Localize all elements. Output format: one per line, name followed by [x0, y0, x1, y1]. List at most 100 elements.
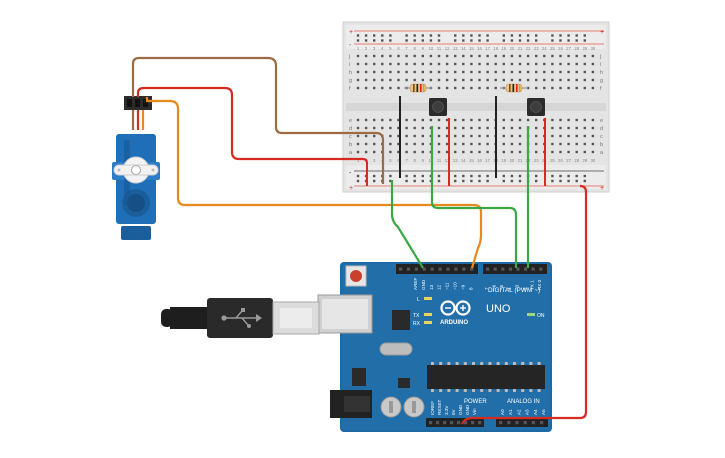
breadboard-hole	[567, 70, 570, 74]
column-number: 21	[518, 46, 523, 51]
wire-brown-servo-gnd[interactable]	[131, 56, 385, 184]
rail-hole	[381, 34, 384, 37]
header-pin[interactable]	[493, 267, 497, 271]
breadboard-hole	[405, 62, 408, 66]
header-pin[interactable]	[524, 267, 528, 271]
column-number: 16	[477, 158, 482, 163]
breadboard-hole	[413, 142, 416, 146]
rail-hole	[535, 174, 538, 178]
breadboard-hole	[502, 54, 505, 58]
header-pin[interactable]	[501, 267, 505, 271]
breadboard-hole	[551, 62, 554, 66]
header-pin[interactable]	[399, 267, 403, 271]
rail-hole	[518, 174, 522, 178]
servo-horn[interactable]	[113, 156, 159, 184]
header-pin[interactable]	[523, 421, 527, 425]
breadboard-hole	[486, 118, 489, 122]
usb-cable	[161, 298, 320, 338]
breadboard-hole	[421, 118, 424, 122]
rail-hole	[575, 34, 578, 37]
digital-pin-label: ~3	[514, 284, 519, 290]
breadboard-hole	[397, 86, 400, 90]
breadboard-hole	[373, 134, 376, 138]
header-pin[interactable]	[499, 421, 503, 425]
breadboard-hole	[397, 70, 400, 74]
breadboard-hole	[356, 150, 360, 154]
chip-pin	[463, 389, 467, 392]
header-pin[interactable]	[457, 421, 461, 425]
digital-pin-label: GND	[421, 279, 426, 290]
column-number: 24	[542, 46, 547, 51]
header-pin[interactable]	[454, 267, 458, 271]
header-pin[interactable]	[471, 421, 475, 425]
led-l	[424, 297, 432, 300]
header-pin[interactable]	[486, 267, 490, 271]
column-number: 7	[405, 158, 408, 163]
arduino-logo-icon	[440, 300, 471, 316]
breadboard-hole	[364, 134, 368, 138]
breadboard-hole	[445, 54, 449, 58]
digital-pin-label: TX 1	[530, 280, 535, 290]
header-pin[interactable]	[464, 421, 468, 425]
resistor-1	[404, 83, 432, 93]
header-pin[interactable]	[438, 267, 442, 271]
rail-hole	[413, 179, 416, 183]
header-pin[interactable]	[450, 421, 454, 425]
breadboard-hole	[429, 62, 433, 66]
header-pin[interactable]	[430, 267, 434, 271]
wire-green-1[interactable]	[390, 180, 424, 269]
breadboard-hole	[405, 78, 408, 82]
pushbutton-1[interactable]	[429, 98, 447, 116]
header-pin[interactable]	[470, 267, 474, 271]
digital-pin-label: ~9	[460, 284, 465, 290]
breadboard-hole	[518, 150, 522, 154]
breadboard-hole	[373, 78, 376, 82]
breadboard-hole	[437, 150, 441, 154]
header-pin[interactable]	[478, 421, 482, 425]
breadboard-hole	[381, 126, 384, 130]
header-pin[interactable]	[540, 421, 544, 425]
header-digital-left	[396, 264, 478, 274]
header-pin[interactable]	[462, 267, 466, 271]
header-pin[interactable]	[443, 421, 447, 425]
rail-hole	[413, 39, 416, 42]
resistor-2	[500, 83, 528, 93]
header-pin[interactable]	[429, 421, 433, 425]
header-pin[interactable]	[516, 267, 520, 271]
header-pin[interactable]	[422, 267, 426, 271]
column-number: 3	[373, 158, 376, 163]
header-pin[interactable]	[446, 267, 450, 271]
header-pin[interactable]	[507, 421, 511, 425]
breadboard-hole	[389, 142, 392, 146]
rail-hole	[478, 34, 481, 37]
rail-hole	[518, 39, 522, 42]
header-pin[interactable]	[414, 267, 418, 271]
header-pin[interactable]	[539, 267, 543, 271]
header-pin[interactable]	[436, 421, 440, 425]
breadboard-hole	[486, 54, 489, 58]
header-pin[interactable]	[508, 267, 512, 271]
wire-red-servo-power[interactable]	[136, 86, 369, 164]
breadboard-hole	[494, 86, 497, 90]
wire-red-5v[interactable]	[461, 184, 588, 425]
breadboard-hole	[462, 150, 465, 154]
breadboard-hole	[462, 70, 465, 74]
breadboard-hole	[462, 78, 465, 82]
breadboard-hole	[356, 126, 360, 130]
digital-pin-label: RX 0	[537, 279, 542, 290]
wire-orange-servo-signal[interactable]	[145, 97, 483, 269]
header-pin[interactable]	[531, 267, 535, 271]
breadboard-hole	[429, 118, 433, 122]
breadboard-hole	[510, 150, 514, 154]
wire-green-2[interactable]	[430, 126, 518, 268]
breadboard-hole	[373, 126, 376, 130]
breadboard-hole	[454, 142, 457, 146]
header-pin[interactable]	[406, 267, 411, 271]
header-pin[interactable]	[515, 421, 519, 425]
digital-pin-label: ~10	[453, 282, 458, 290]
header-pin[interactable]	[531, 421, 535, 425]
rail-minus-label-top-left: -	[349, 42, 352, 49]
breadboard-hole	[421, 70, 424, 74]
pushbutton-2[interactable]	[527, 98, 545, 116]
rail-hole	[437, 174, 441, 178]
